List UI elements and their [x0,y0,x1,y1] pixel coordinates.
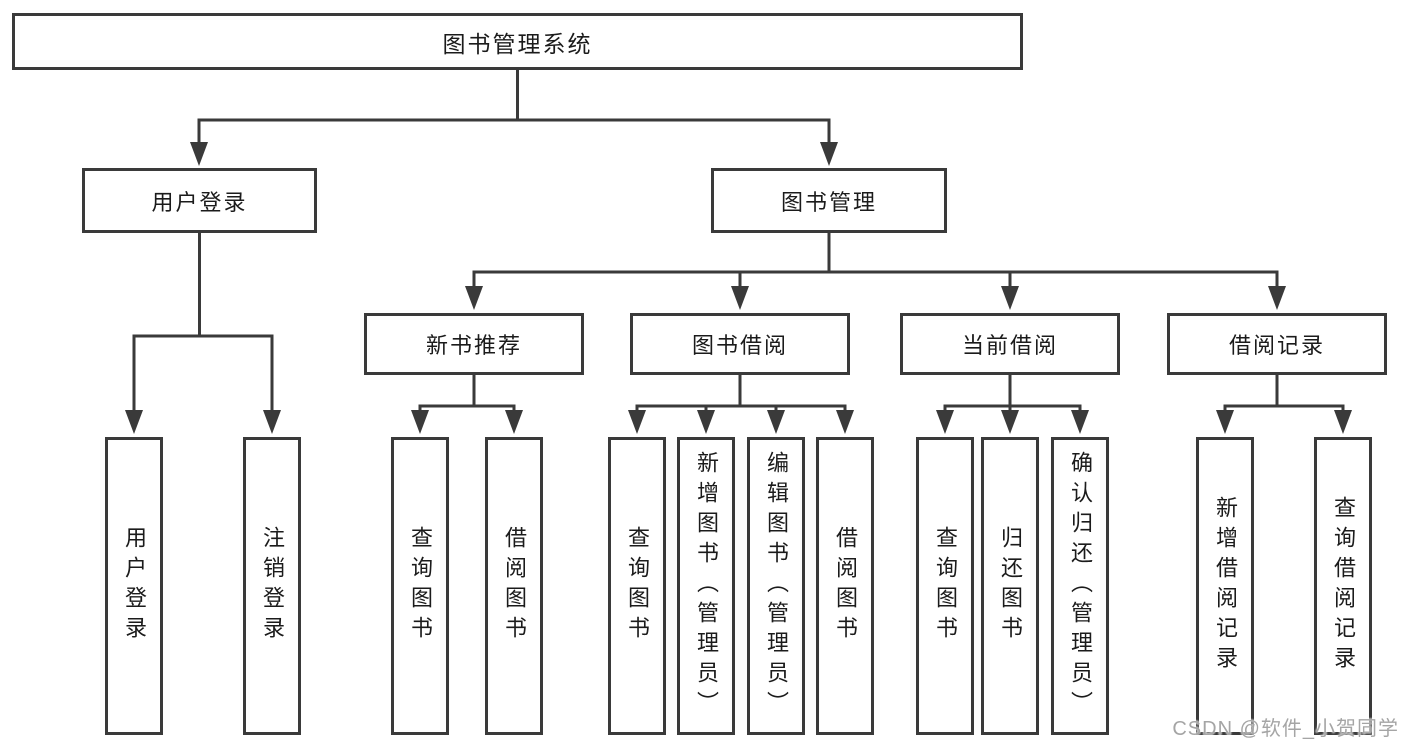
node-new-book-recommend: 新书推荐 [364,313,584,375]
arrowhead [1001,286,1019,310]
arrowhead [936,410,954,434]
leaf-nbr-query-books-label: 查询图书 [408,526,433,646]
arrowhead [505,410,523,434]
arrowhead [628,410,646,434]
node-library-management-system-label: 图书管理系统 [442,30,593,57]
leaf-logout: 注销登录 [243,437,301,735]
leaf-bb-borrow-books: 借阅图书 [816,437,874,735]
leaf-nbr-query-books: 查询图书 [391,437,449,735]
arrowhead [1268,286,1286,310]
node-book-borrowing: 图书借阅 [630,313,850,375]
arrowhead [125,410,143,434]
csdn-watermark: CSDN @软件_小贺同学 [1172,718,1399,740]
node-book-borrowing-label: 图书借阅 [691,333,788,358]
node-library-management-system: 图书管理系统 [12,13,1023,70]
arrowhead [731,286,749,310]
arrowhead [263,410,281,434]
node-current-borrowing: 当前借阅 [900,313,1120,375]
leaf-nbr-borrow-books: 借阅图书 [485,437,543,735]
leaf-br-add-record-label: 新增借阅记录 [1213,496,1238,676]
arrowhead [1334,410,1352,434]
arrowhead [1216,410,1234,434]
node-book-management: 图书管理 [711,168,947,233]
connector-lines [132,70,1345,412]
node-borrowing-records-label: 借阅记录 [1228,333,1325,358]
leaf-bb-add-books-admin-label: 新增图书（管理员） [694,451,719,721]
leaf-bb-add-books-admin: 新增图书（管理员） [677,437,735,735]
leaf-bb-query-books: 查询图书 [608,437,666,735]
leaf-cb-query-books: 查询图书 [916,437,974,735]
node-current-borrowing-label: 当前借阅 [961,333,1058,358]
leaf-user-login-label: 用户登录 [122,526,147,646]
node-user-login-label: 用户登录 [151,189,248,215]
leaf-bb-edit-books-admin: 编辑图书（管理员） [747,437,805,735]
leaf-user-login: 用户登录 [105,437,163,735]
arrowhead [767,410,785,434]
leaf-cb-confirm-return-admin-label: 确认归还（管理员） [1068,451,1093,721]
arrowhead [1071,410,1089,434]
node-user-login: 用户登录 [82,168,317,233]
arrowhead [465,286,483,310]
leaf-cb-return-books-label: 归还图书 [998,526,1023,646]
leaf-logout-label: 注销登录 [260,526,285,646]
arrowhead [411,410,429,434]
node-borrowing-records: 借阅记录 [1167,313,1387,375]
leaf-bb-borrow-books-label: 借阅图书 [833,526,858,646]
leaf-cb-confirm-return-admin: 确认归还（管理员） [1051,437,1109,735]
leaf-br-query-record-label: 查询借阅记录 [1331,496,1356,676]
arrowhead [1001,410,1019,434]
arrowhead [836,410,854,434]
arrowhead [820,142,838,166]
arrowhead [190,142,208,166]
leaf-bb-query-books-label: 查询图书 [625,526,650,646]
node-book-management-label: 图书管理 [780,189,877,215]
leaf-br-add-record: 新增借阅记录 [1196,437,1254,735]
leaf-nbr-borrow-books-label: 借阅图书 [502,526,527,646]
leaf-br-query-record: 查询借阅记录 [1314,437,1372,735]
arrowhead [697,410,715,434]
leaf-cb-return-books: 归还图书 [981,437,1039,735]
arrowheads [125,142,1352,434]
leaf-cb-query-books-label: 查询图书 [933,526,958,646]
leaf-bb-edit-books-admin-label: 编辑图书（管理员） [764,451,789,721]
node-new-book-recommend-label: 新书推荐 [425,333,522,358]
